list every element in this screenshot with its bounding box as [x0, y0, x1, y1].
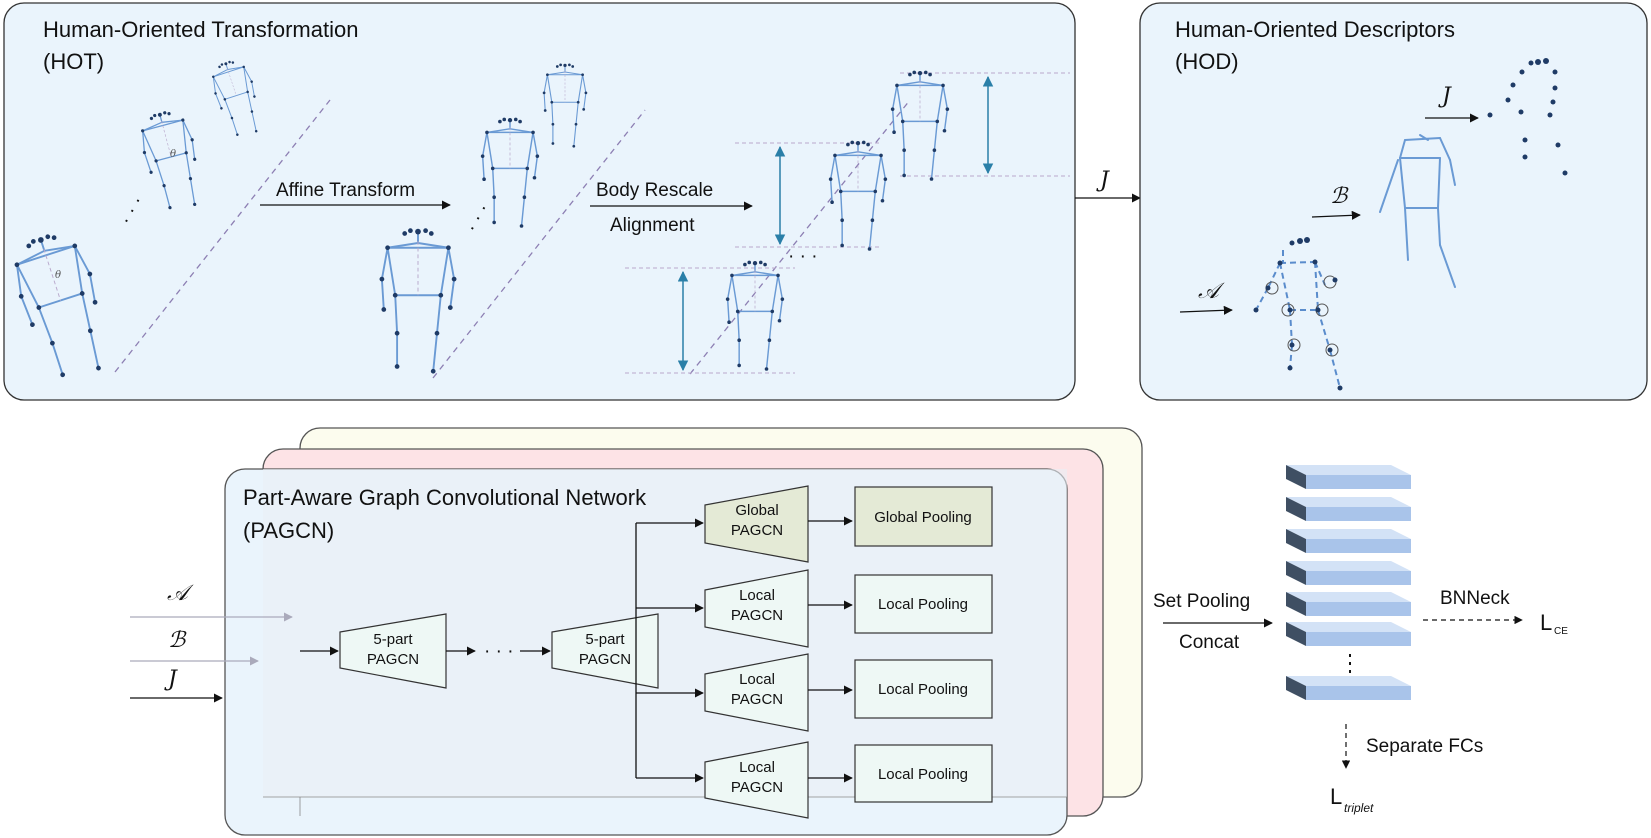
global-pagcn-block — [704, 485, 809, 563]
block2-label-2: PAGCN — [579, 651, 631, 668]
global-pooling-box — [854, 486, 993, 547]
five-part-pagcn-block-2 — [551, 613, 659, 689]
local-pooling-label: Local Pooling — [878, 596, 968, 613]
theta-label: θ — [170, 149, 176, 160]
ce-loss-subscript: CE — [1554, 626, 1568, 637]
global-pooling-label: Global Pooling — [874, 509, 972, 526]
local-pagcn-label-2: PAGCN — [731, 779, 783, 796]
bone-descriptor — [1379, 134, 1456, 288]
joint-descriptor — [1487, 58, 1568, 176]
hot-title-abbr: (HOT) — [43, 49, 104, 74]
pagcn-title-abbr: (PAGCN) — [243, 518, 334, 543]
block2-label-1: 5-part — [585, 631, 625, 648]
input-j-label: J — [164, 667, 178, 692]
affine-transform-label: Affine Transform — [276, 180, 415, 201]
local-pooling-box-3 — [854, 744, 993, 803]
triplet-loss-label: L — [1330, 784, 1342, 809]
input-b-label: ℬ — [168, 628, 187, 653]
triplet-loss-subscript: triplet — [1344, 801, 1374, 815]
concat-label: Concat — [1179, 632, 1240, 653]
hot-title: Human-Oriented Transformation — [43, 17, 358, 42]
block1-label-1: 5-part — [373, 631, 413, 648]
ellipsis: · · · — [484, 641, 514, 662]
ce-loss-label: L — [1540, 610, 1552, 635]
separate-fcs-label: Separate FCs — [1366, 736, 1483, 757]
set-pooling-label: Set Pooling — [1153, 591, 1250, 612]
hod-b-label: ℬ — [1330, 184, 1349, 209]
alignment-label: Alignment — [610, 215, 695, 236]
hod-panel: Human-Oriented Descriptors (HOD) J ℬ — [1139, 2, 1648, 401]
local-pooling-box-2 — [854, 659, 993, 719]
local-pagcn-block-2 — [704, 653, 809, 732]
pagcn-title: Part-Aware Graph Convolutional Network — [243, 485, 647, 510]
local-pooling-box-1 — [854, 574, 993, 634]
angle-descriptor — [1253, 237, 1343, 391]
local-pagcn-label-2: PAGCN — [731, 607, 783, 624]
global-pagcn-label-1: Global — [735, 502, 778, 519]
block1-label-2: PAGCN — [367, 651, 419, 668]
local-pagcn-block-1 — [704, 569, 809, 648]
local-pagcn-label-1: Local — [739, 587, 775, 604]
local-pooling-label: Local Pooling — [878, 766, 968, 783]
pagcn-panel: Part-Aware Graph Convolutional Network (… — [130, 427, 1143, 836]
global-pagcn-label-2: PAGCN — [731, 522, 783, 539]
hod-title-abbr: (HOD) — [1175, 49, 1239, 74]
local-pooling-label: Local Pooling — [878, 681, 968, 698]
feature-stack — [1286, 465, 1411, 700]
local-pagcn-label-1: Local — [739, 671, 775, 688]
hot-panel: Human-Oriented Transformation (HOT) θ θ … — [2, 2, 1076, 401]
connector-j-label: J — [1096, 168, 1110, 193]
hod-title: Human-Oriented Descriptors — [1175, 17, 1455, 42]
local-pagcn-label-1: Local — [739, 759, 775, 776]
input-a-label: 𝒜 — [167, 581, 194, 606]
hod-j-label: J — [1438, 84, 1452, 109]
output-head: Set Pooling Concat BNNeck L CE Separate … — [1153, 465, 1568, 815]
theta-label: θ — [55, 270, 61, 281]
five-part-pagcn-block-1 — [339, 613, 447, 689]
local-pagcn-block-3 — [704, 741, 809, 819]
local-pagcn-label-2: PAGCN — [731, 691, 783, 708]
bnneck-label: BNNeck — [1440, 588, 1510, 609]
body-rescale-label: Body Rescale — [596, 180, 713, 201]
ellipsis: · · · — [788, 246, 818, 267]
